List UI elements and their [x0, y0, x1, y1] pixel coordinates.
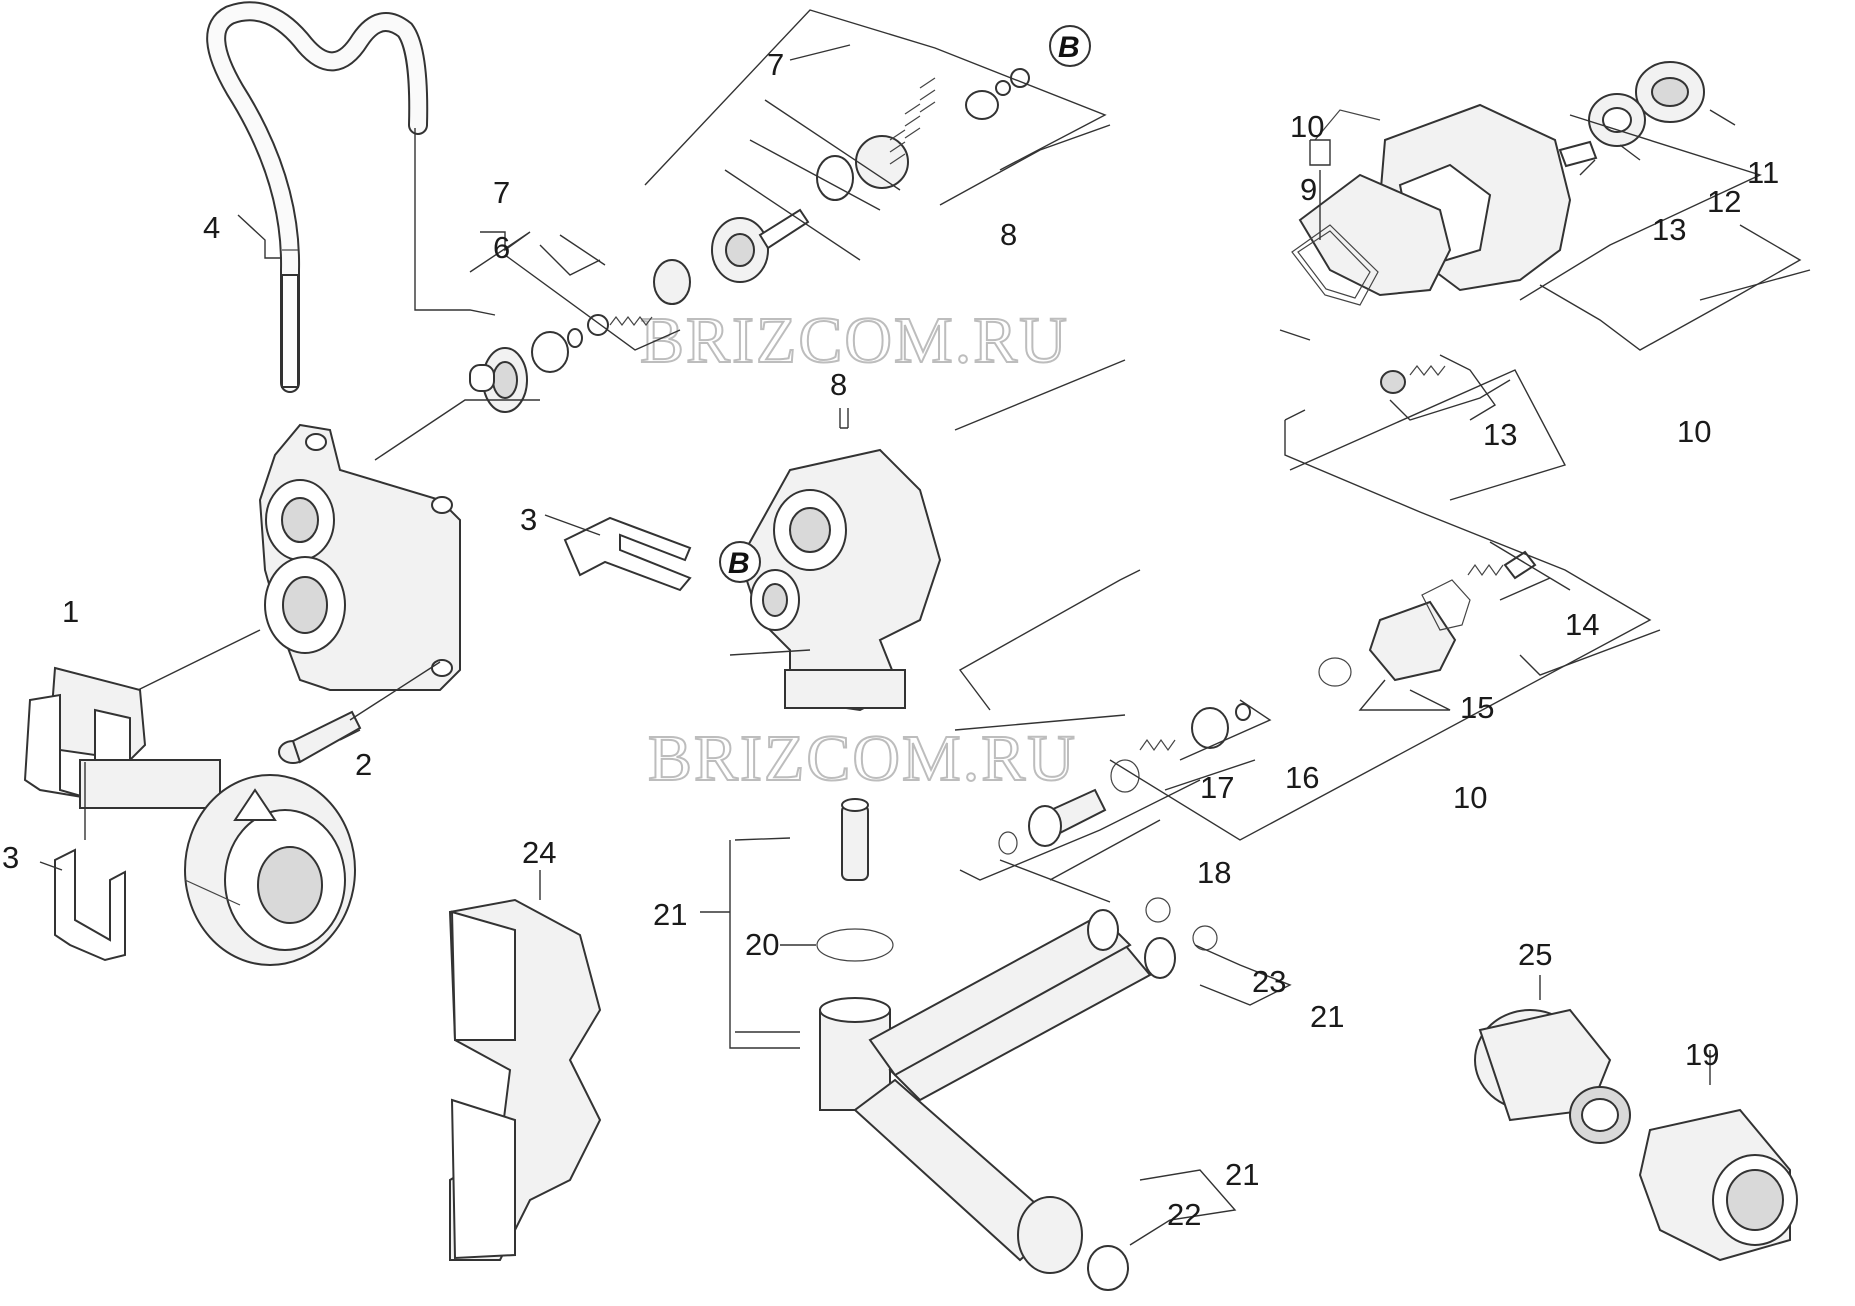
part-3-clip-left	[54, 848, 126, 962]
callout-13-top: 13	[1652, 212, 1686, 247]
callout-15: 15	[1460, 690, 1494, 725]
part-15-cartridge	[1318, 579, 1471, 687]
svg-text:B: B	[1058, 31, 1080, 64]
callout-3-center: 3	[520, 502, 537, 537]
part-11-cap	[1635, 61, 1705, 123]
part-24-bracket	[448, 898, 602, 1261]
pump-housing-right	[1298, 103, 1572, 297]
valve-body-center	[738, 448, 942, 712]
part-25-coupling	[1474, 1008, 1631, 1144]
part-9-triangle-seal	[1291, 224, 1379, 306]
callout-25: 25	[1518, 937, 1552, 972]
svg-text:B: B	[728, 547, 750, 580]
part-13-check-valve-top	[1558, 140, 1598, 168]
callout-2: 2	[355, 747, 372, 782]
badge-b-top: B	[1049, 25, 1091, 67]
part-2-screw	[278, 710, 362, 764]
callout-11: 11	[1747, 155, 1779, 190]
callout-18: 18	[1197, 855, 1231, 890]
callout-14: 14	[1565, 607, 1599, 642]
callout-4: 4	[203, 210, 220, 245]
part-19-connector	[1638, 1108, 1798, 1262]
callout-8-top: 8	[1000, 217, 1017, 252]
part-14-valve	[1467, 550, 1537, 580]
callout-7-left: 7	[493, 175, 510, 210]
housing-main-left	[258, 423, 461, 691]
callout-10-middle: 10	[1677, 414, 1711, 449]
callout-6: 6	[493, 230, 510, 265]
callout-22: 22	[1167, 1197, 1201, 1232]
valve-set-8-upper	[711, 68, 1030, 283]
part-4-hose	[206, 1, 429, 393]
part-3-clip-center	[563, 516, 692, 592]
callout-1: 1	[62, 594, 79, 629]
callout-20: 20	[745, 927, 779, 962]
callouts: 1 2 3 3 4 6 7 7 8 8 9 10 10 10 11 12 13 …	[2, 47, 1779, 1232]
callout-24: 24	[522, 835, 556, 870]
callout-21-left: 21	[653, 897, 687, 932]
callout-16: 16	[1285, 760, 1319, 795]
part-16-17-valve	[1110, 703, 1251, 793]
callout-21-right: 21	[1310, 999, 1344, 1034]
part-21-pin	[841, 798, 869, 881]
callout-3-left: 3	[2, 840, 19, 875]
callout-7-top: 7	[767, 47, 784, 82]
callout-10-bottom: 10	[1453, 780, 1487, 815]
part-13-check-valve-lower	[1380, 365, 1446, 394]
callout-19: 19	[1685, 1037, 1719, 1072]
watermark-top: BRIZCOM.RU	[640, 304, 1069, 377]
part-12-bearing	[1588, 93, 1646, 147]
part-21-manifold	[819, 897, 1218, 1291]
callout-12: 12	[1707, 184, 1741, 219]
callout-23: 23	[1252, 964, 1286, 999]
badge-b-center: B	[719, 541, 761, 583]
part-20-o-ring	[816, 928, 894, 962]
leader-lines	[39, 9, 1811, 1246]
callout-13-lower: 13	[1483, 417, 1517, 452]
callout-17: 17	[1200, 770, 1234, 805]
callout-10-top: 10	[1290, 109, 1324, 144]
callout-8-center: 8	[830, 367, 847, 402]
part-1-handle	[23, 666, 356, 966]
valve-set-6	[469, 259, 691, 413]
watermark-bottom: BRIZCOM.RU	[648, 722, 1077, 795]
part-18-piston	[998, 788, 1107, 855]
callout-21-bottom: 21	[1225, 1157, 1259, 1192]
callout-9: 9	[1300, 172, 1317, 207]
